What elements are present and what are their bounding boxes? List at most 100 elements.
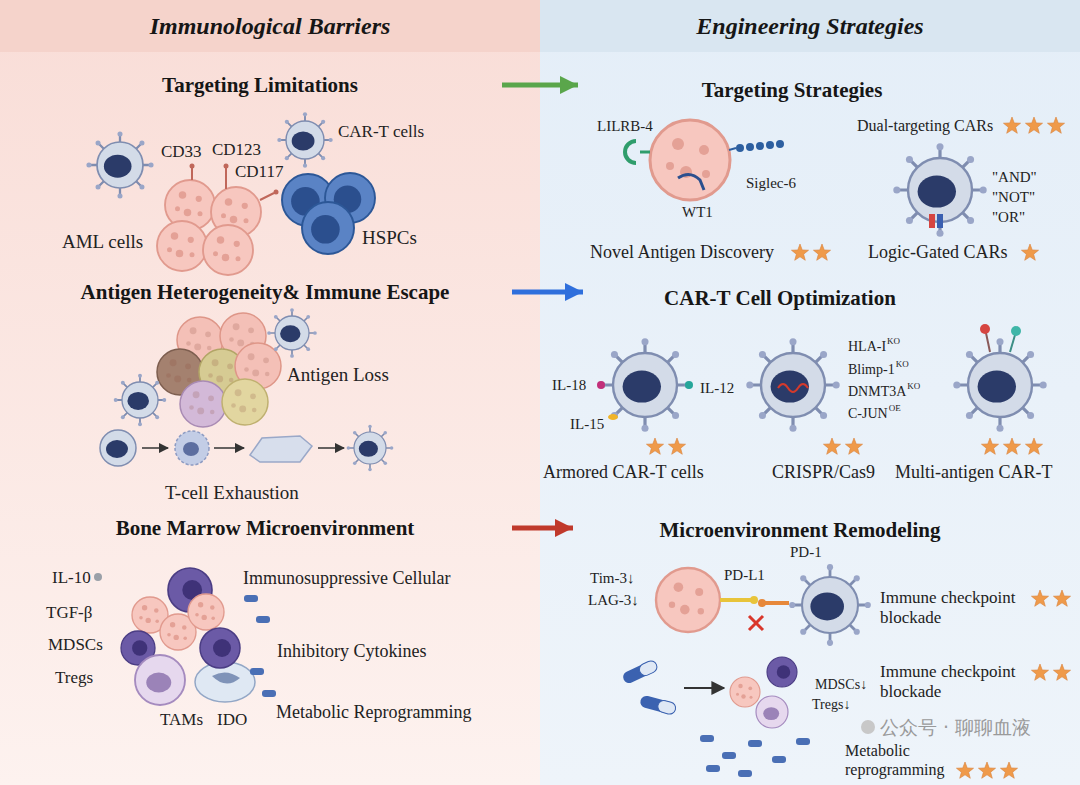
aml-target-cell — [640, 151, 650, 154]
exhaustion-sequence — [250, 436, 312, 462]
car-t-cell — [114, 308, 317, 426]
section-region: CAR-T Cell Optimization — [585, 285, 975, 505]
drug-remodeling-art — [796, 738, 810, 745]
column-panel: Immunological BarriersTargeting Limitati… — [0, 0, 540, 785]
car-t-cell — [114, 374, 167, 427]
rating-stars — [791, 244, 808, 260]
superscript-label: KO — [887, 336, 900, 347]
annotation-label: Blimp-1 — [848, 362, 895, 379]
drug-remodeling-art — [772, 756, 786, 763]
annotation-label: Armored CAR-T cells — [543, 462, 704, 484]
heterogeneous-cells — [231, 389, 256, 412]
panel-backgrounds — [540, 0, 1080, 52]
annotation-label: Dual-targeting CARs — [857, 116, 993, 135]
aml-cell — [157, 221, 207, 271]
car-t-cell — [86, 131, 153, 198]
rating-stars — [978, 762, 995, 778]
annotation-label: IL-18 — [552, 376, 586, 394]
rating-stars — [1021, 244, 1038, 260]
annotation-label: TAMs — [160, 710, 203, 730]
armored-car-t-cell — [597, 381, 605, 389]
dual-car-cell — [937, 214, 943, 228]
rating-stars — [956, 762, 973, 778]
multi-antigen-car-t-cell — [953, 338, 1046, 431]
annotation-label: Antigen Loss — [287, 364, 389, 387]
checkpoint-blockade-art — [789, 564, 871, 646]
section-region: Targeting Limitations — [20, 72, 500, 272]
exhaustion-sequence — [318, 447, 344, 449]
armored-car-t-cell — [598, 338, 691, 431]
exhaustion-sequence — [142, 447, 168, 449]
section-title: CAR-T Cell Optimization — [585, 285, 975, 311]
aml-cell — [203, 225, 253, 275]
annotation-label: Tregs↓ — [812, 697, 850, 714]
checkpoint-blockade-art — [656, 568, 720, 632]
rating-stars — [668, 438, 685, 454]
annotation-label: T-cell Exhaustion — [165, 482, 299, 505]
aml-target-cell — [756, 142, 764, 150]
armored-car-t-cell — [597, 338, 693, 431]
bone-marrow-cells — [200, 628, 240, 668]
exhaustion-sequence — [100, 425, 393, 472]
aml-cell — [224, 164, 229, 169]
car-t-cell — [277, 112, 332, 167]
annotation-label: Immune checkpoint blockade — [880, 662, 1030, 703]
multi-antigen-car-t-cell — [953, 324, 1046, 432]
aml-target-cell — [776, 140, 784, 148]
crispr-car-t-cell — [746, 338, 839, 431]
drug-remodeling-art — [656, 699, 676, 715]
bone-marrow-cells — [94, 568, 276, 705]
bone-marrow-cells — [256, 616, 270, 623]
dual-car-cell — [893, 143, 986, 236]
aml-target-cell — [678, 174, 704, 190]
rating-stars — [1031, 590, 1048, 606]
exhaustion-sequence — [175, 431, 209, 465]
annotation-label: CD117 — [235, 162, 284, 182]
multi-antigen-car-t-cell — [980, 324, 990, 334]
annotation-label: "NOT" — [992, 188, 1035, 206]
superscript-label: KO — [907, 381, 920, 392]
exhaustion-sequence — [214, 447, 244, 449]
exhaustion-sequence — [100, 430, 136, 466]
rating-stars — [646, 438, 663, 454]
annotation-label: PD-1 — [790, 543, 822, 561]
car-t-cell — [267, 308, 317, 358]
annotation-label: PD-L1 — [724, 566, 765, 584]
aml-target-cell — [650, 120, 730, 200]
drug-remodeling-art — [637, 659, 658, 677]
rating-stars — [1000, 762, 1017, 778]
drug-remodeling-art — [730, 677, 760, 707]
bone-marrow-cells — [262, 690, 276, 697]
annotation-label: MDSCs — [48, 635, 103, 655]
exhaustion-sequence — [183, 442, 199, 456]
annotation-label: MDSCs↓ — [815, 677, 867, 694]
annotation-label: IL-12 — [700, 379, 734, 397]
superscript-label: KO — [896, 359, 909, 370]
bone-marrow-cells — [188, 594, 224, 630]
panel-backgrounds — [540, 0, 1080, 785]
exhaustion-sequence — [347, 425, 394, 472]
rating-stars — [1031, 664, 1048, 680]
heterogeneous-cells — [186, 327, 211, 350]
checkpoint-blockade-art — [750, 596, 758, 604]
annotation-label: CD33 — [161, 142, 202, 162]
annotation-label: HSPCs — [362, 227, 417, 250]
rating-stars — [1003, 117, 1020, 133]
annotation-label: Multi-antigen CAR-T — [895, 462, 1052, 484]
annotation-label: LAG-3↓ — [588, 591, 639, 609]
rating-stars — [813, 244, 830, 260]
drug-remodeling-art — [700, 735, 714, 742]
multi-antigen-car-t-cell — [1010, 335, 1015, 352]
drug-remodeling-art — [738, 770, 752, 777]
annotation-label: IL-10 — [52, 568, 91, 588]
hspc-cell — [302, 202, 354, 254]
annotation-label: Immunosuppressive Cellular — [243, 568, 450, 590]
checkpoint-blockade-art — [720, 598, 752, 602]
annotation-label: "AND" — [992, 168, 1037, 186]
watermark-icon — [861, 720, 875, 734]
drug-remodeling-art — [621, 659, 659, 685]
heterogeneous-cells — [180, 381, 226, 427]
drug-remodeling-art — [621, 657, 810, 777]
rating-stars — [1053, 590, 1070, 606]
